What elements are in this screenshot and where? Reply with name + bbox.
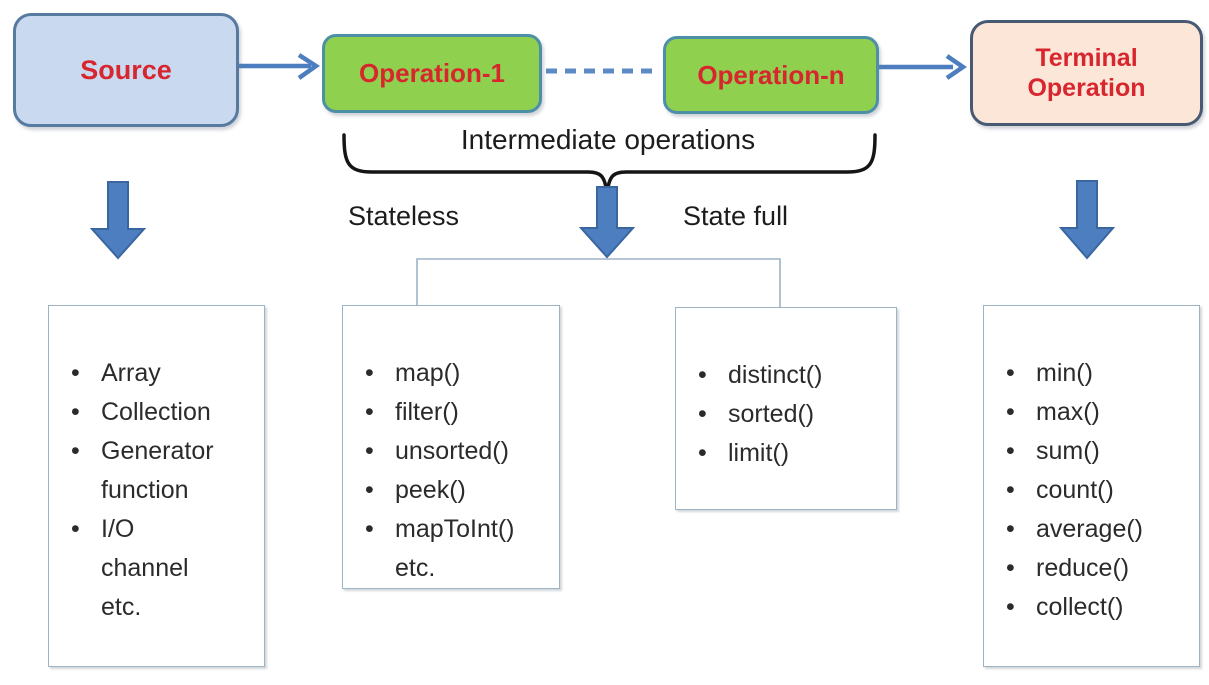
- source-down-arrow: [89, 181, 147, 260]
- terminal-operation-box: Terminal Operation: [970, 20, 1203, 126]
- operation-n-box-label: Operation-n: [697, 59, 845, 90]
- terminal-ops-list-box: min()max()sum()count()average()reduce()c…: [983, 305, 1200, 667]
- list-item: average(): [998, 510, 1195, 549]
- list-item: peek(): [357, 471, 555, 510]
- terminal-operation-box-label: Terminal Operation: [1027, 44, 1146, 102]
- terminal-down-arrow: [1058, 180, 1116, 260]
- list-item: filter(): [357, 393, 555, 432]
- opn-to-terminal-arrow: [877, 54, 967, 80]
- source-list-box: ArrayCollectionGenerator functionI/O cha…: [48, 305, 265, 667]
- list-item: count(): [998, 471, 1195, 510]
- stateless-ops-list-box: map()filter()unsorted()peek()mapToInt() …: [342, 305, 560, 589]
- state-full-label: State full: [683, 201, 789, 231]
- stateless-label: Stateless: [348, 201, 460, 231]
- list-item: reduce(): [998, 549, 1195, 588]
- list-item: I/O channel: [63, 510, 260, 588]
- list-item: Array: [63, 354, 260, 393]
- list-item: sorted(): [690, 395, 892, 434]
- list-suffix: etc.: [395, 554, 436, 582]
- list-item: unsorted(): [357, 432, 555, 471]
- list-item: min(): [998, 354, 1195, 393]
- list-item: distinct(): [690, 356, 892, 395]
- stateful-ops-list: distinct()sorted()limit(): [676, 308, 896, 473]
- operation-1-box-label: Operation-1: [359, 58, 505, 88]
- list-item: Collection: [63, 393, 260, 432]
- list-item: sum(): [998, 432, 1195, 471]
- stateful-ops-list-box: distinct()sorted()limit(): [675, 307, 897, 510]
- operation-n-box: Operation-n: [663, 36, 879, 114]
- terminal-ops-list: min()max()sum()count()average()reduce()c…: [984, 306, 1199, 627]
- list-item: mapToInt(): [357, 510, 555, 549]
- source-box-label: Source: [80, 54, 172, 85]
- intermediate-down-arrow: [578, 186, 636, 259]
- list-item: max(): [998, 393, 1195, 432]
- source-to-op1-arrow: [238, 53, 321, 80]
- branch-connector-line: [416, 258, 781, 307]
- source-list: ArrayCollectionGenerator functionI/O cha…: [49, 306, 264, 588]
- list-item: collect(): [998, 588, 1195, 627]
- source-box: Source: [13, 13, 239, 127]
- stateless-ops-list: map()filter()unsorted()peek()mapToInt(): [343, 306, 559, 549]
- list-item: map(): [357, 354, 555, 393]
- operation-1-box: Operation-1: [322, 34, 542, 113]
- intermediate-operations-label: Intermediate operations: [460, 124, 756, 155]
- list-item: Generator function: [63, 432, 260, 510]
- list-item: limit(): [690, 434, 892, 473]
- list-suffix: etc.: [101, 593, 142, 621]
